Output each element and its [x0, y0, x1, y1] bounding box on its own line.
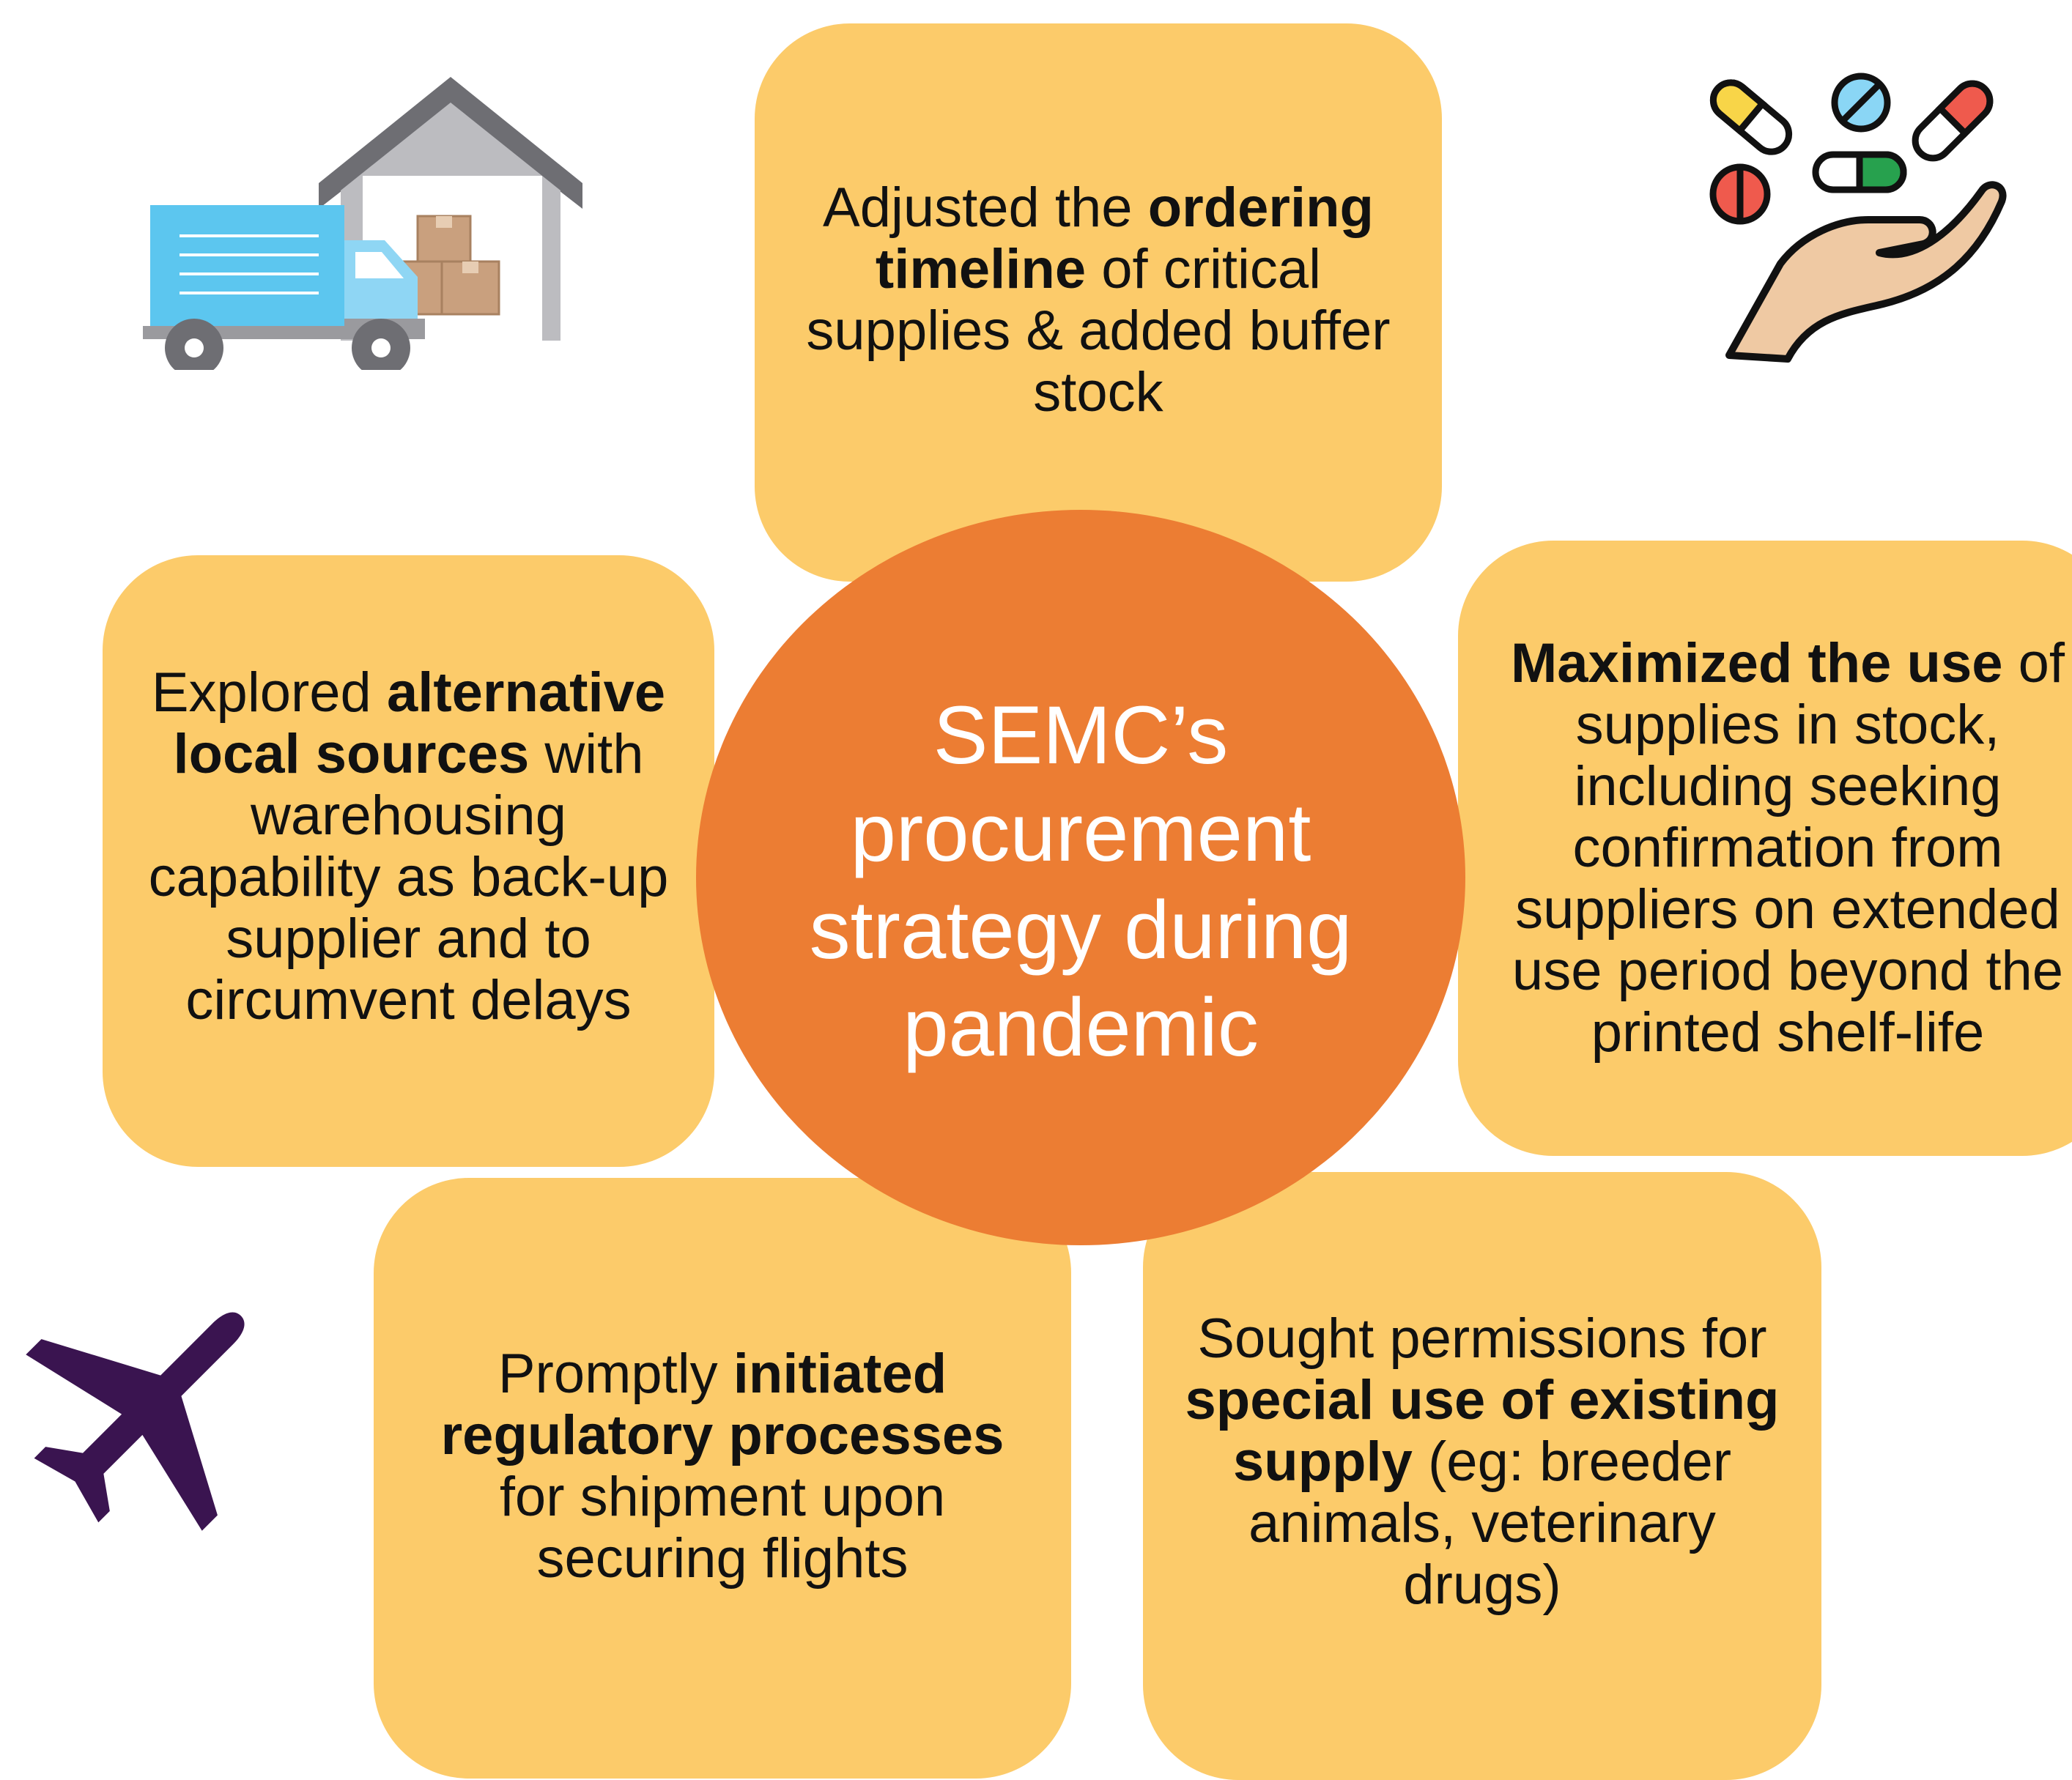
- airplane-icon: [26, 1312, 245, 1531]
- card-ordering-timeline: Adjusted the ordering timeline of critic…: [755, 23, 1442, 582]
- center-circle: SEMC’s procurement strategy during pande…: [696, 510, 1465, 1245]
- card-regulatory-processes: Promptly initiated regulatory processes …: [374, 1178, 1071, 1779]
- card-alternative-sources-text: Explored alternative local sources with …: [148, 661, 669, 1031]
- card-ordering-timeline-text: Adjusted the ordering timeline of critic…: [806, 177, 1391, 423]
- card-alternative-sources: Explored alternative local sources with …: [103, 555, 714, 1167]
- center-title: SEMC’s procurement strategy during pande…: [809, 689, 1353, 1073]
- card-maximized-use-text: Maximized the use of supplies in stock, …: [1510, 632, 2065, 1064]
- card-special-use-text: Sought permissions for special use of ex…: [1185, 1308, 1780, 1616]
- hand-pills-icon: [1709, 73, 2007, 363]
- card-maximized-use: Maximized the use of supplies in stock, …: [1458, 541, 2072, 1156]
- card-special-use: Sought permissions for special use of ex…: [1143, 1172, 1821, 1780]
- warehouse-truck-icon: [143, 77, 582, 381]
- card-regulatory-processes-text: Promptly initiated regulatory processes …: [440, 1343, 1004, 1590]
